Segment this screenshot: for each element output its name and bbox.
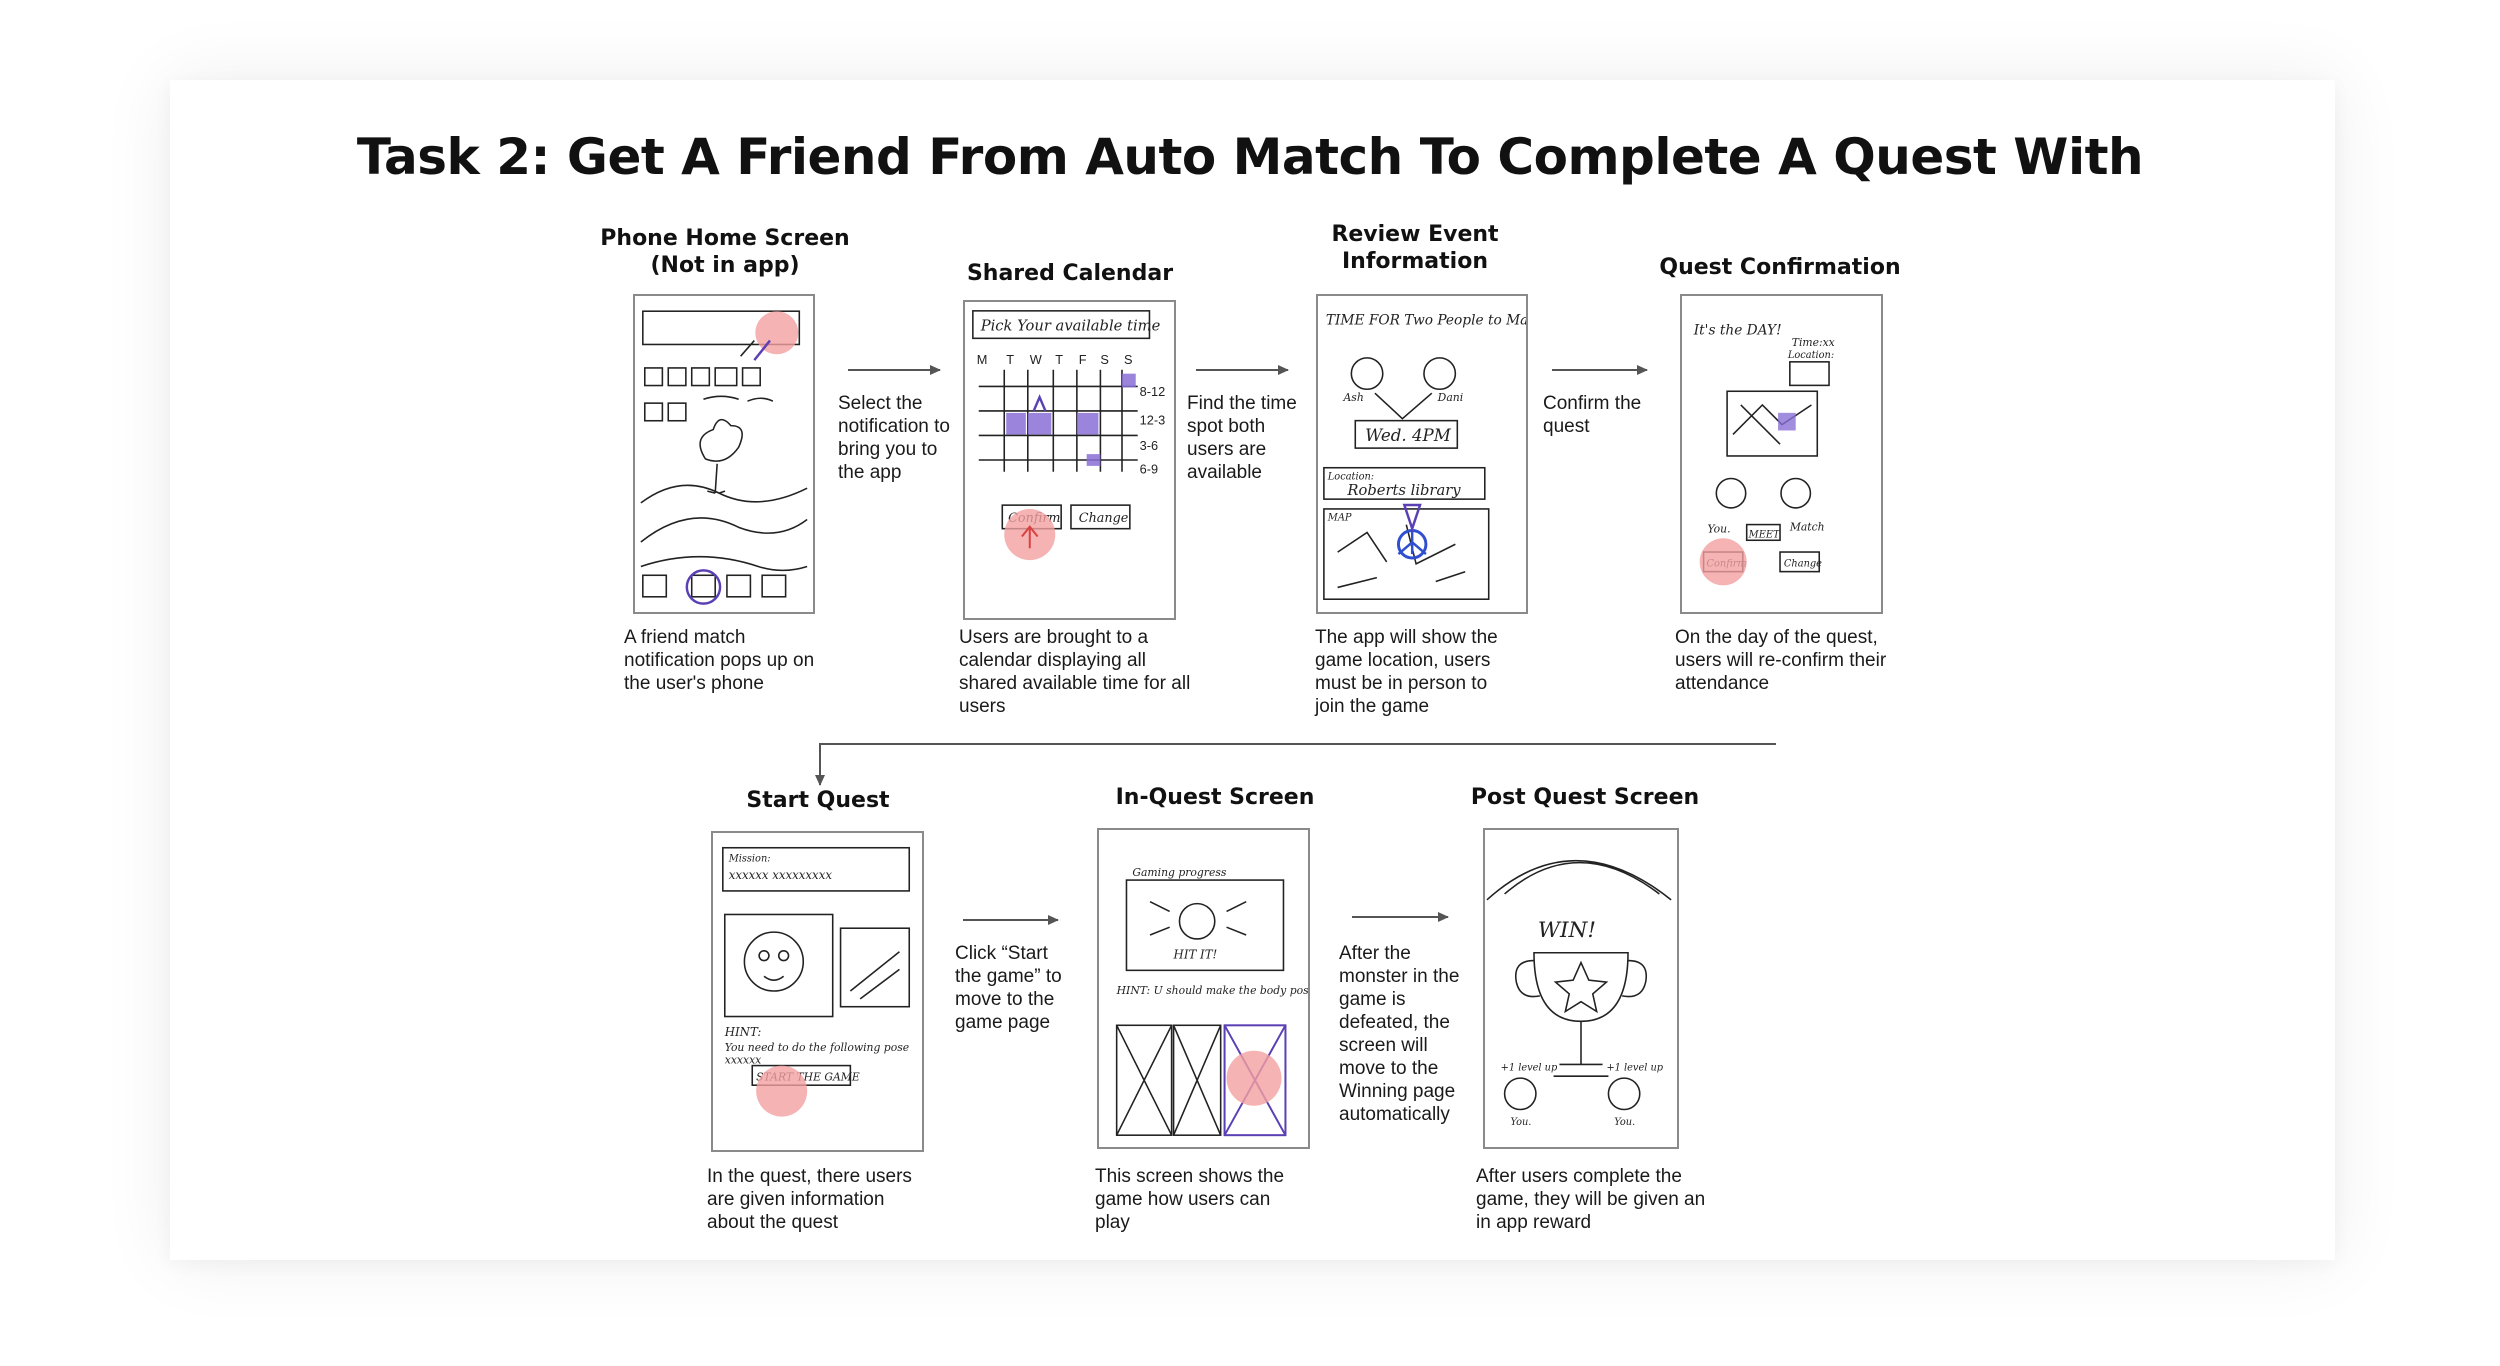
quest-day-text: It's the DAY! (1693, 322, 1782, 338)
step-7-label: Post Quest Screen (1445, 784, 1725, 811)
step-5-label: Start Quest (687, 787, 949, 814)
svg-text:+1 level up: +1 level up (1501, 1062, 1558, 1073)
win-text: WIN! (1538, 918, 1596, 943)
svg-text:You need to do the following p: You need to do the following pose (725, 1041, 909, 1054)
svg-text:S: S (1124, 352, 1133, 367)
arrow-row-wrap (820, 744, 1776, 785)
step-3-description: The app will show the game location, use… (1315, 626, 1515, 718)
svg-text:Location:: Location: (1327, 472, 1374, 483)
svg-text:T: T (1055, 352, 1063, 367)
review-event-sketch: TIME FOR Two People to Match Ash Dani We… (1316, 294, 1528, 614)
action-5-text: After the monster in the game is defeate… (1339, 942, 1464, 1126)
event-header-text: TIME FOR Two People to Match (1326, 312, 1526, 328)
action-1-text: Select the notification to bring you to … (838, 392, 963, 484)
svg-text:HINT:: HINT: (724, 1025, 762, 1039)
svg-text:F: F (1079, 352, 1087, 367)
svg-text:HINT: U should make the body p: HINT: U should make the body pose. xxxxx (1116, 984, 1308, 997)
svg-text:Change: Change (1784, 559, 1822, 570)
svg-text:Mission:: Mission: (728, 853, 771, 864)
svg-text:xxxxxx: xxxxxx (725, 1054, 761, 1067)
in-quest-sketch: Gaming progress HIT IT! HINT: U should m… (1097, 828, 1310, 1149)
svg-text:Ash: Ash (1343, 391, 1364, 404)
step-4-label: Quest Confirmation (1630, 254, 1930, 281)
svg-text:M: M (977, 352, 988, 367)
svg-text:xxxxxx xxxxxxxxx: xxxxxx xxxxxxxxx (729, 868, 833, 882)
svg-text:Gaming progress: Gaming progress (1132, 866, 1226, 879)
svg-text:Location:: Location: (1787, 350, 1834, 361)
svg-text:12-3: 12-3 (1140, 413, 1166, 428)
step-7-description: After users complete the game, they will… (1476, 1165, 1711, 1234)
step-2-label: Shared Calendar (930, 260, 1210, 287)
action-4-text: Click “Start the game” to move to the ga… (955, 942, 1075, 1034)
phone-home-sketch (633, 294, 815, 614)
step-6-description: This screen shows the game how users can… (1095, 1165, 1300, 1234)
svg-text:6-9: 6-9 (1140, 462, 1158, 477)
svg-text:You.: You. (1614, 1117, 1635, 1128)
svg-text:+1 level up: +1 level up (1606, 1062, 1663, 1073)
post-quest-sketch: WIN! +1 level up +1 level up You. You. (1483, 828, 1679, 1149)
step-4-description: On the day of the quest, users will re-c… (1675, 626, 1890, 695)
svg-text:3-6: 3-6 (1140, 438, 1158, 453)
svg-text:HIT IT!: HIT IT! (1173, 948, 1218, 962)
svg-text:Time:xx: Time:xx (1792, 336, 1835, 349)
action-3-text: Confirm the quest (1543, 392, 1653, 438)
step-6-label: In-Quest Screen (1080, 784, 1350, 811)
calendar-header-text: Pick Your available time (980, 317, 1161, 334)
quest-confirmation-sketch: It's the DAY! Time:xx Location: You. Mat… (1680, 294, 1883, 614)
event-time-text: Wed. 4PM (1365, 426, 1452, 445)
svg-text:MAP: MAP (1327, 513, 1352, 524)
svg-text:8-12: 8-12 (1140, 384, 1166, 399)
event-location-text: Roberts library (1346, 482, 1461, 499)
svg-text:W: W (1030, 352, 1042, 367)
svg-text:S: S (1100, 352, 1109, 367)
svg-text:Match: Match (1789, 520, 1825, 533)
step-1-label: Phone Home Screen(Not in app) (590, 225, 860, 279)
svg-text:You.: You. (1707, 522, 1730, 535)
svg-text:You.: You. (1510, 1117, 1531, 1128)
step-2-description: Users are brought to a calendar displayi… (959, 626, 1194, 718)
step-5-description: In the quest, there users are given info… (707, 1165, 922, 1234)
action-2-text: Find the time spot both users are availa… (1187, 392, 1307, 484)
svg-text:MEET: MEET (1748, 529, 1781, 540)
calendar-change-text: Change (1079, 511, 1129, 526)
start-quest-sketch: Mission: xxxxxx xxxxxxxxx HINT: You need… (711, 831, 924, 1152)
svg-text:T: T (1006, 352, 1014, 367)
svg-text:Dani: Dani (1437, 391, 1463, 404)
step-1-description: A friend match notification pops up on t… (624, 626, 829, 695)
